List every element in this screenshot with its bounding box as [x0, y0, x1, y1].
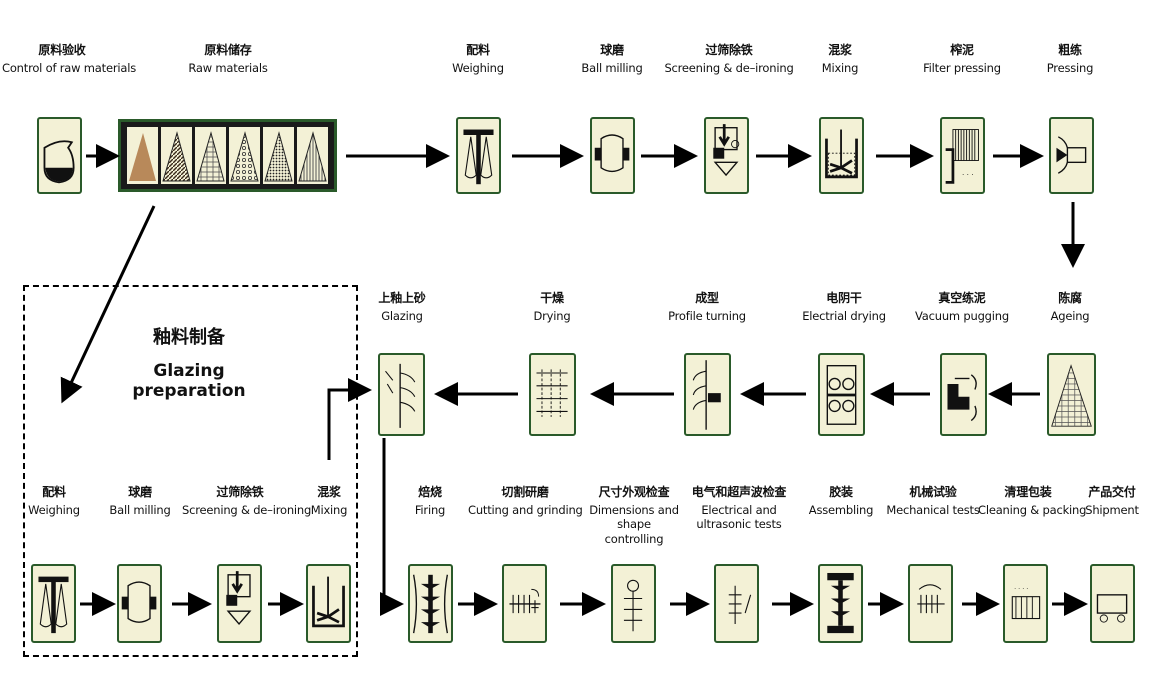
beaker-icon	[37, 117, 82, 194]
mixer-icon	[819, 117, 864, 194]
g-scale-icon	[31, 564, 76, 643]
assembly-icon	[818, 564, 863, 643]
scale-icon	[456, 117, 501, 194]
arrow-glazing-to-firing	[380, 438, 404, 616]
svg-text:. . .: . . .	[962, 168, 974, 177]
material-piles-icon	[118, 119, 337, 192]
pug-mill-icon	[940, 353, 987, 436]
g-ball-mill-icon	[117, 564, 162, 643]
group-title: 釉料制备 Glazing preparation	[96, 323, 282, 401]
cart-icon	[1090, 564, 1135, 643]
group-title-zh: 釉料制备	[153, 327, 225, 348]
pile-icon	[1047, 353, 1096, 436]
tensile-test-icon	[908, 564, 953, 643]
ultrasonic-icon	[714, 564, 759, 643]
glazing-preparation-group	[23, 285, 358, 657]
svg-text:· · · ·: · · · ·	[1014, 585, 1028, 593]
filter-press-icon: . . .	[940, 117, 985, 194]
lathe-icon	[684, 353, 731, 436]
inspection-icon	[611, 564, 656, 643]
packing-icon: · · · ·	[1003, 564, 1048, 643]
cutting-icon	[502, 564, 547, 643]
g-sieve-icon	[217, 564, 262, 643]
ball-mill-icon	[590, 117, 635, 194]
group-title-en: Glazing preparation	[132, 361, 246, 401]
sieve-icon	[704, 117, 749, 194]
press-icon	[1049, 117, 1094, 194]
kiln-insulator-icon	[408, 564, 453, 643]
glazing-icon	[378, 353, 425, 436]
g-mixer-icon	[306, 564, 351, 643]
dryer-icon	[818, 353, 865, 436]
drying-rack-icon	[529, 353, 576, 436]
